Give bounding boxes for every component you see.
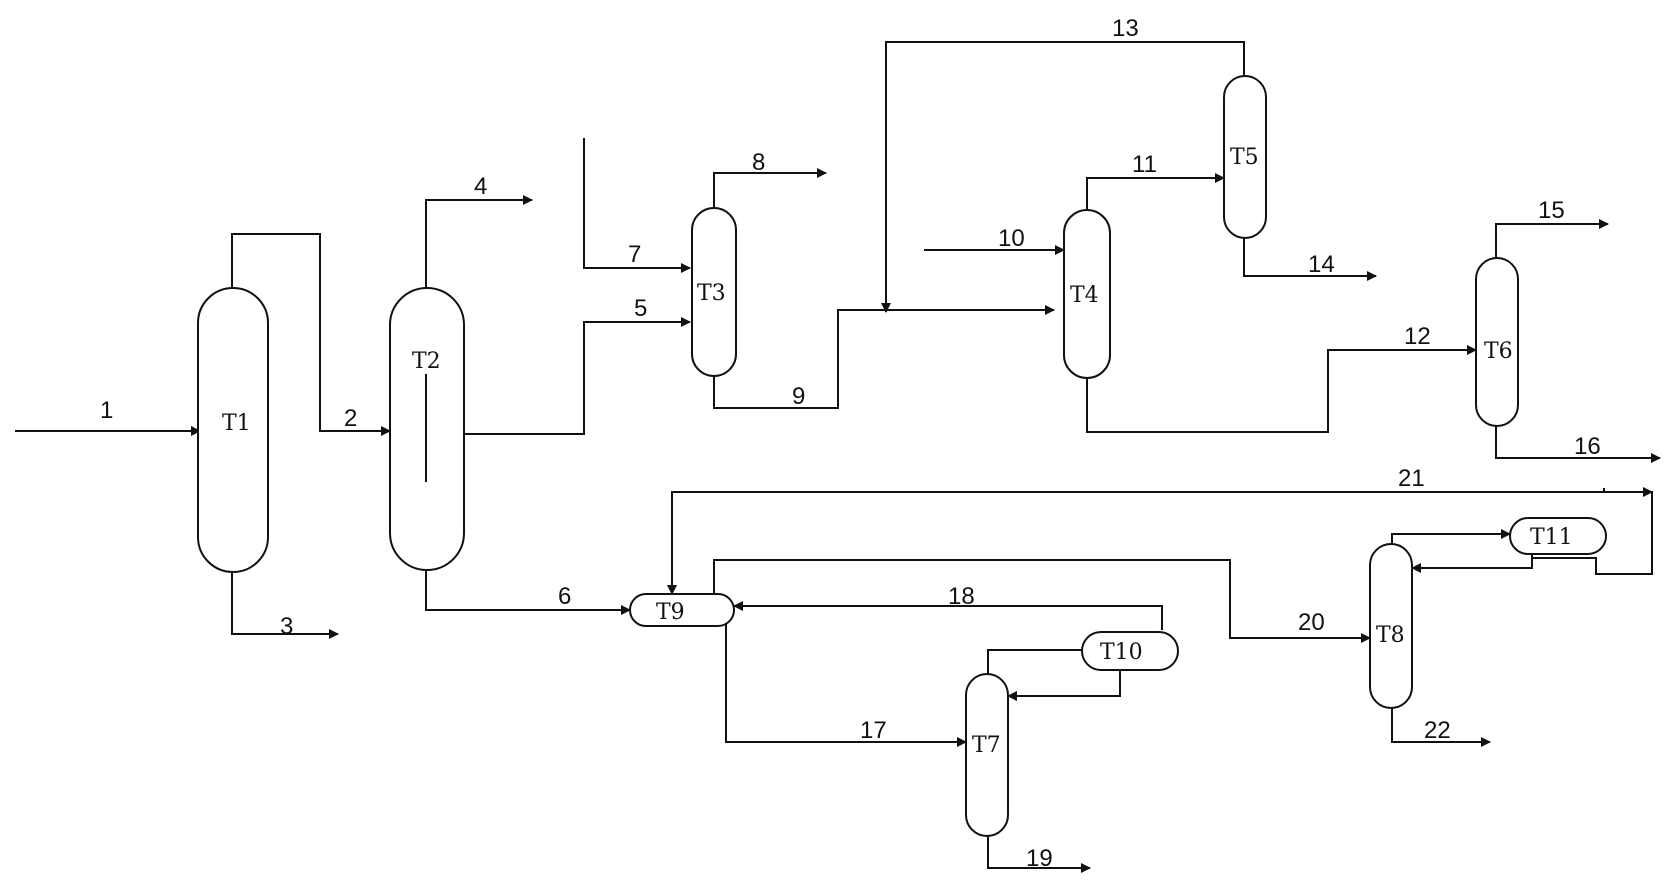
vessel-label-t6: T6 [1484, 339, 1513, 364]
t10-to-t7-line [1007, 670, 1121, 701]
t7-to-t10-line [987, 649, 1082, 676]
stream-label-18: 18 [948, 583, 975, 610]
vessel-label-t9: T9 [656, 600, 685, 625]
vessel-t9 [629, 593, 735, 627]
stream-16-line [1495, 424, 1661, 463]
stream-4-line [425, 195, 533, 290]
vessel-label-t4: T4 [1070, 283, 1099, 308]
stream-12-line [1086, 345, 1477, 433]
vessel-label-t1: T1 [222, 411, 251, 436]
vessel-label-t7: T7 [972, 733, 1001, 758]
vessel-t10 [1081, 631, 1179, 671]
vessel-label-t10: T10 [1100, 640, 1143, 665]
stream-label-15: 15 [1538, 197, 1565, 224]
vessel-label-t11: T11 [1530, 525, 1573, 550]
stream-15-line [1495, 219, 1609, 260]
stream-label-22: 22 [1424, 717, 1451, 744]
stream-label-2: 2 [344, 405, 357, 432]
stream-8-line [713, 168, 827, 210]
vessel-label-t8: T8 [1376, 623, 1405, 648]
stream-label-16: 16 [1574, 433, 1601, 460]
stream-label-8: 8 [752, 149, 765, 176]
stream-label-12: 12 [1404, 323, 1431, 350]
stream-7-line [583, 138, 691, 273]
stream-19-line [987, 834, 1091, 873]
stream-11-line [1086, 173, 1225, 212]
stream-label-5: 5 [634, 295, 647, 322]
vessel-t11 [1509, 517, 1607, 555]
stream-18-line [733, 601, 1163, 630]
vessel-t1 [197, 287, 269, 573]
stream-2-line [231, 233, 391, 436]
stream-label-3: 3 [280, 613, 293, 640]
stream-label-19: 19 [1026, 845, 1053, 872]
stream-label-9: 9 [792, 383, 805, 410]
vessel-t7 [965, 673, 1009, 837]
stream-label-17: 17 [860, 717, 887, 744]
stream-6-line [425, 568, 631, 615]
stream-14-line [1243, 236, 1377, 281]
stream-label-21: 21 [1398, 465, 1425, 492]
stream-17-line [725, 624, 967, 747]
stream-9-line [713, 305, 1055, 409]
vessel-t4 [1063, 209, 1111, 379]
stream-label-20: 20 [1298, 609, 1325, 636]
stream-label-1: 1 [100, 397, 113, 424]
stream-label-4: 4 [474, 173, 487, 200]
stream-21-top-line [667, 491, 1653, 595]
stream-label-10: 10 [998, 225, 1025, 252]
stream-label-7: 7 [628, 241, 641, 268]
vessel-t8 [1369, 543, 1413, 709]
stream-3-line [231, 570, 339, 639]
stream-20-line [713, 559, 1371, 643]
stream-label-14: 14 [1308, 251, 1335, 278]
vessel-label-t3: T3 [697, 281, 726, 306]
vessel-t6 [1475, 257, 1519, 427]
stream-label-13: 13 [1112, 15, 1139, 42]
stream-22-line [1391, 706, 1491, 747]
t11-to-t8-line [1411, 554, 1533, 573]
vessel-label-t2: T2 [412, 349, 441, 374]
vessel-label-t5: T5 [1230, 145, 1259, 170]
stream-label-6: 6 [558, 583, 571, 610]
vessel-t3 [691, 207, 737, 377]
t8-to-t11-line [1391, 529, 1511, 546]
stream-5-line [464, 317, 691, 435]
vessel-t5 [1223, 75, 1267, 239]
stream-label-11: 11 [1132, 151, 1157, 178]
stream-13-line [881, 41, 1245, 313]
